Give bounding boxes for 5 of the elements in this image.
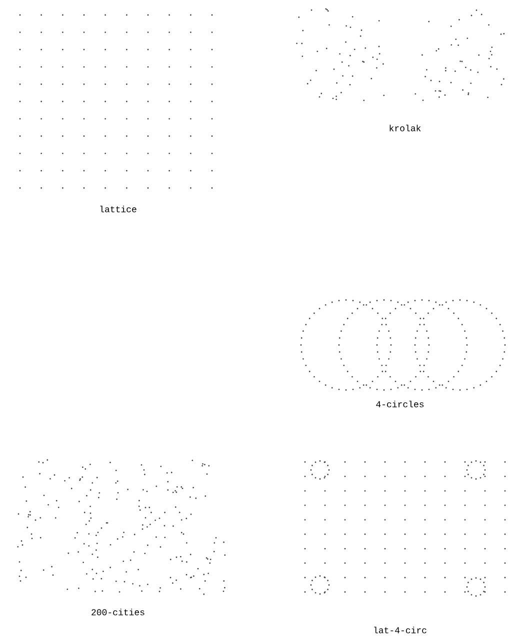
panel-caption: 4-circles [376, 400, 424, 408]
panel-caption: krolak [390, 124, 421, 132]
panel-caption: lat-4-circ [374, 626, 426, 634]
panel-caption: lattice [100, 206, 136, 212]
panel-caption: 200-cities [92, 608, 144, 616]
